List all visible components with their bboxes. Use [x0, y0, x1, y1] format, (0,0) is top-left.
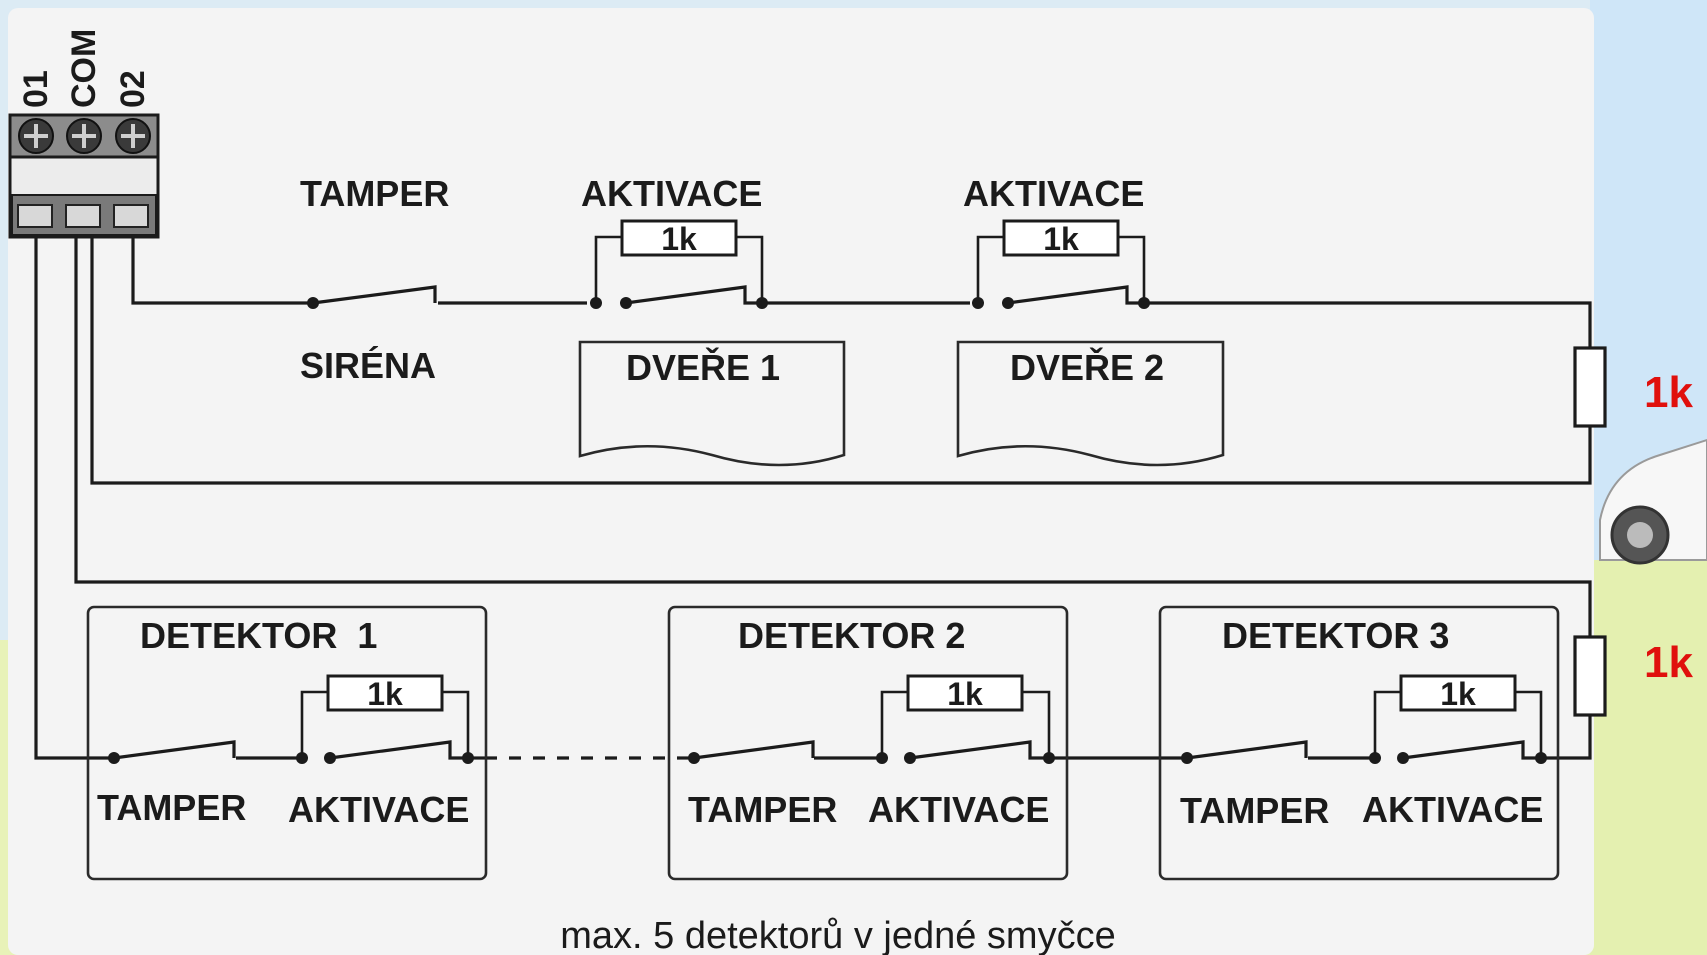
screw-icon: [66, 118, 102, 154]
detector-3-title: DETEKTOR 3: [1222, 615, 1449, 656]
caption: max. 5 detektorů v jedné smyčce: [560, 915, 1115, 955]
door-1-resistor-label: 1k: [661, 221, 697, 257]
end-resistor-bottom-label: 1k: [1644, 638, 1693, 687]
resistor-symbol: [1399, 674, 1517, 712]
door-2-label: DVEŘE 2: [1010, 346, 1164, 388]
detector-2-title: DETEKTOR 2: [738, 615, 965, 656]
detector-3-resistor-label: 1k: [1440, 676, 1476, 712]
detector-2-tamper-switch: [688, 740, 815, 764]
pin-label-com: COM: [65, 29, 103, 108]
detector-1-activation-switch: [296, 674, 474, 764]
door-2-activation-switch: [972, 219, 1150, 309]
door-1-activation-switch: [590, 219, 768, 309]
detector-2-resistor-label: 1k: [947, 676, 983, 712]
terminal-block: 01 COM 02: [8, 29, 160, 239]
detector-2-activation-switch: [876, 674, 1055, 764]
pin-label-01: 01: [17, 70, 55, 108]
detector-3-activation-label: AKTIVACE: [1362, 789, 1543, 830]
pin-label-02: 02: [114, 70, 152, 108]
door-2-resistor-label: 1k: [1043, 221, 1079, 257]
detector-3-box: [1158, 605, 1560, 881]
door-1-sensor: [578, 340, 846, 467]
detector-1-title: DETEKTOR 1: [140, 615, 377, 656]
screw-icon: [115, 118, 151, 154]
detector-3-activation-switch: [1369, 674, 1547, 764]
detector-1-activation-label: AKTIVACE: [288, 789, 469, 830]
resistor-symbol: [1002, 219, 1120, 257]
detector-2-tamper-label: TAMPER: [688, 789, 837, 830]
detector-1-tamper-label: TAMPER: [97, 787, 246, 828]
door-2-sensor: [956, 340, 1225, 467]
door-1-label: DVEŘE 1: [626, 346, 780, 388]
resistor-symbol: [906, 674, 1024, 712]
end-resistor-top: [1573, 346, 1607, 428]
end-resistor-top-label: 1k: [1644, 368, 1693, 417]
end-resistor-bottom: [1573, 635, 1607, 717]
siren-label: SIRÉNA: [300, 345, 436, 386]
detector-1-resistor-label: 1k: [367, 676, 403, 712]
siren-tamper-switch: [307, 285, 437, 309]
screw-icon: [18, 118, 54, 154]
resistor-symbol: [326, 674, 444, 712]
detector-2-box: [667, 605, 1069, 881]
door-2-activation-label: AKTIVACE: [963, 173, 1144, 214]
resistor-symbol: [620, 219, 738, 257]
detector-1-box: [86, 605, 488, 881]
door-1-activation-label: AKTIVACE: [581, 173, 762, 214]
detector-3-tamper-label: TAMPER: [1180, 790, 1329, 831]
detector-2-activation-label: AKTIVACE: [868, 789, 1049, 830]
siren-tamper-label: TAMPER: [300, 173, 449, 214]
detector-1-tamper-switch: [108, 740, 236, 764]
detector-3-tamper-switch: [1181, 740, 1308, 764]
